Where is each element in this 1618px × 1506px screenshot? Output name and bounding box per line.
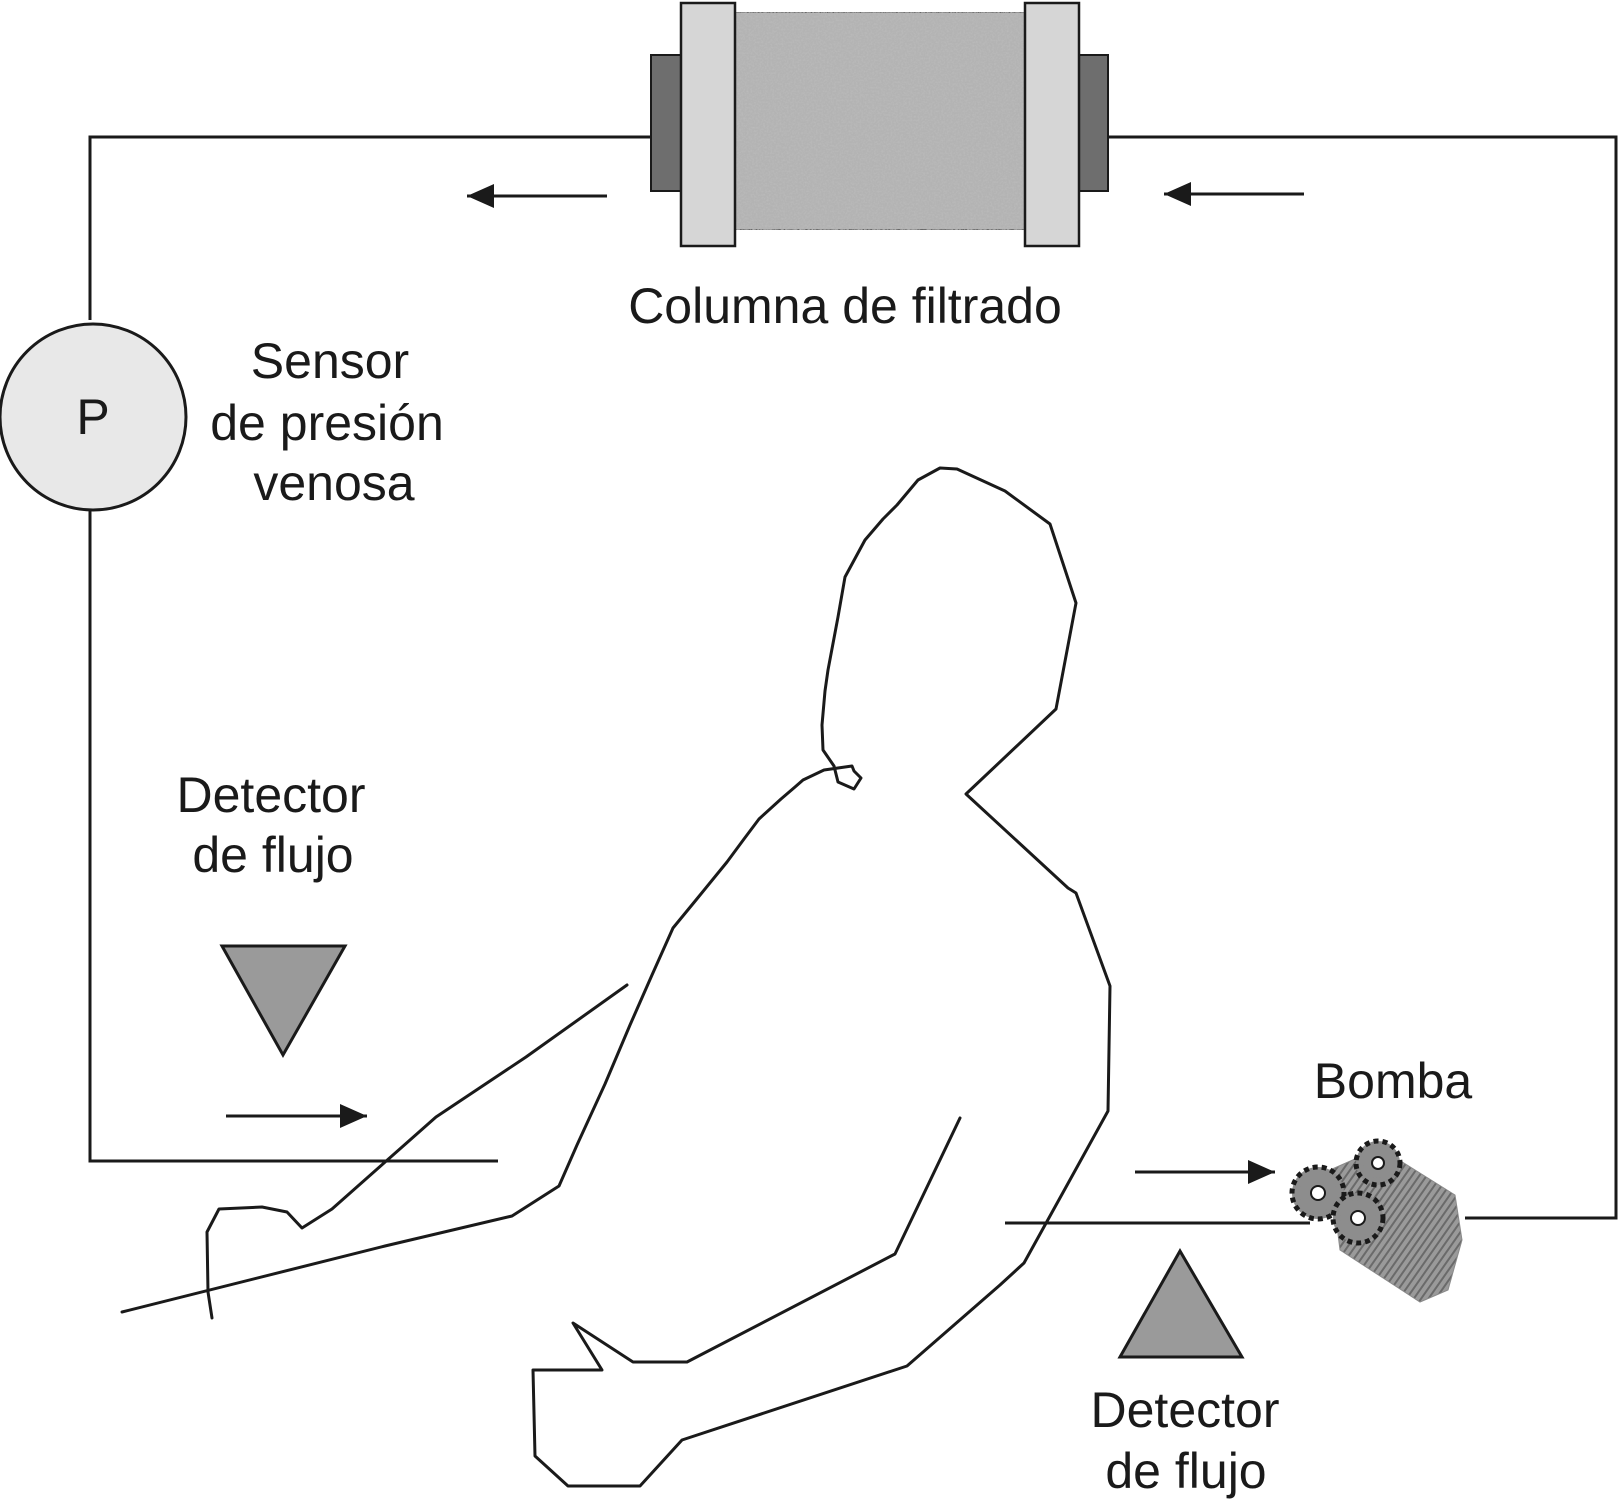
patient-arm <box>205 983 629 1320</box>
labels: Columna de filtrado Sensor de presión ve… <box>177 278 1473 1499</box>
flow-detector-left-triangle <box>219 944 348 1059</box>
label-pressure-sensor-line3: venosa <box>253 455 414 511</box>
tubing-circuit <box>88 135 1618 1225</box>
column-end-connector-right <box>1075 54 1109 192</box>
label-flow-detector-left-line2: de flujo <box>192 827 353 883</box>
label-flow-detector-right-line1: Detector <box>1091 1382 1280 1438</box>
flow-arrows <box>226 182 1304 1184</box>
flow-detector-right-triangle <box>1117 1247 1245 1359</box>
pressure-sensor-circle <box>0 322 188 512</box>
pump-gear-2 <box>1353 1138 1403 1188</box>
column-cap-right <box>1023 1 1081 248</box>
pressure-sensor: P <box>0 322 188 512</box>
pump-icon <box>1289 1138 1463 1303</box>
label-pressure-sensor-line2: de presión <box>210 395 444 451</box>
pressure-symbol: P <box>76 389 109 445</box>
tube-column-to-sensor <box>88 135 652 320</box>
column-cap-left <box>679 1 737 248</box>
pump-gear-1 <box>1289 1164 1347 1222</box>
label-pump: Bomba <box>1314 1053 1473 1109</box>
filter-media <box>733 11 1027 231</box>
label-flow-detector-right-line2: de flujo <box>1105 1443 1266 1499</box>
tube-pump-to-column <box>1106 135 1618 1220</box>
label-flow-detector-left-line1: Detector <box>177 767 366 823</box>
patient-figure <box>120 466 1112 1488</box>
tube-sensor-to-patient <box>88 510 498 1163</box>
column-end-connector-left <box>650 54 684 192</box>
pump-gear-3 <box>1330 1190 1386 1246</box>
label-pressure-sensor-line1: Sensor <box>251 333 409 389</box>
filter-column <box>650 1 1109 248</box>
patient-head-and-back <box>120 466 1112 1488</box>
label-filter-column: Columna de filtrado <box>628 278 1062 334</box>
